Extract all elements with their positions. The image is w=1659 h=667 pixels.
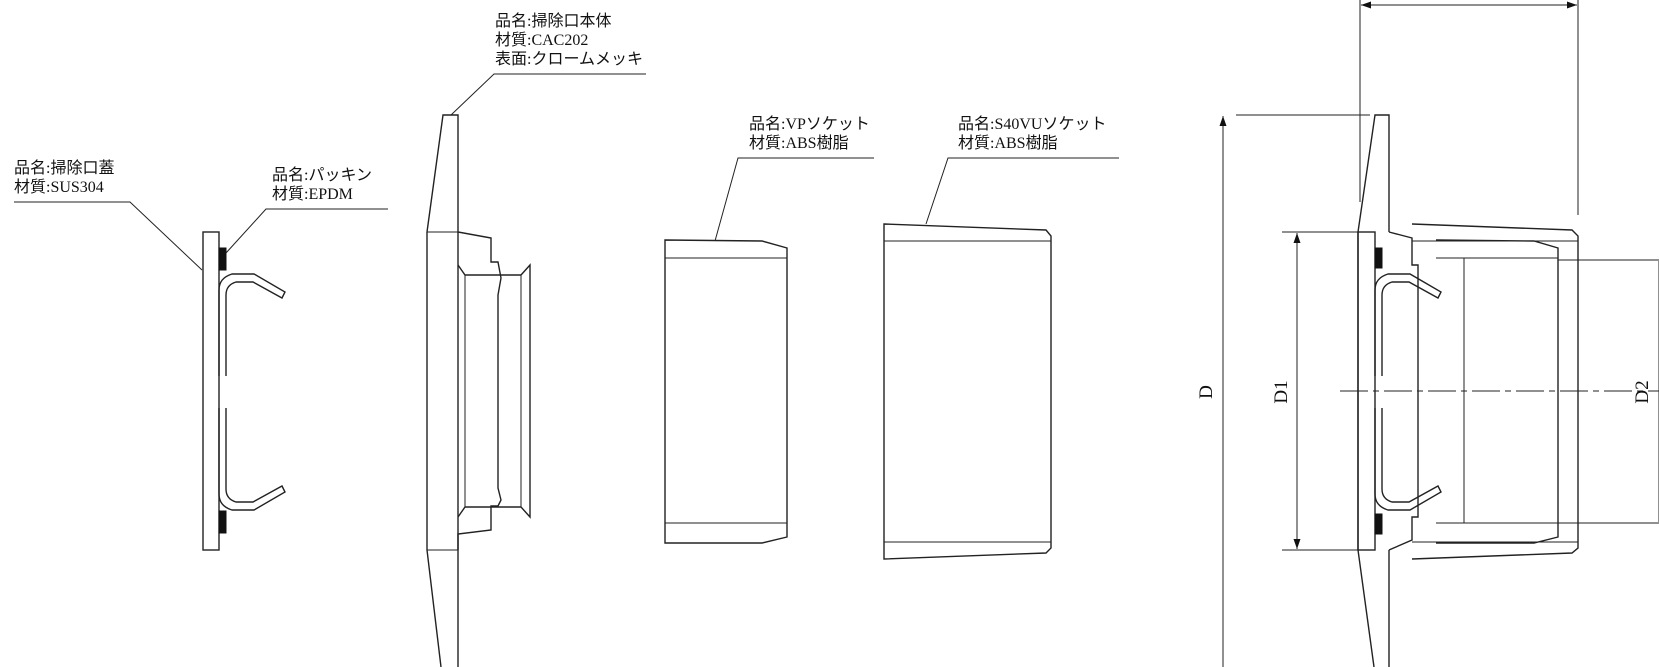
body-material-label: 材質:CAC202	[495, 31, 588, 49]
dimension-d-label: D	[1196, 385, 1217, 399]
lid-name-label: 品名:掃除口蓋	[14, 159, 114, 177]
assembly-view	[1236, 0, 1659, 667]
dimension-d1: D1	[1271, 233, 1301, 549]
s40vu-socket-name-label: 品名:S40VUソケット	[958, 115, 1106, 133]
dimension-d2: D2	[1632, 261, 1659, 522]
dimension-d2-label: D2	[1632, 380, 1653, 403]
s40vu-socket-callout: 品名:S40VUソケット 材質:ABS樹脂	[925, 115, 1119, 225]
cleanout-lid-part	[202, 231, 286, 551]
lid-material-label: 材質:SUS304	[14, 178, 104, 196]
s40vu-socket-material-label: 材質:ABS樹脂	[958, 134, 1058, 152]
packing-name-label: 品名:パッキン	[272, 166, 372, 184]
s40vu-socket-part	[883, 223, 1052, 560]
vp-socket-part	[664, 239, 788, 544]
packing-material-label: 材質:EPDM	[272, 185, 353, 203]
vp-socket-material-label: 材質:ABS樹脂	[749, 134, 849, 152]
body-surface-label: 表面:クロームメッキ	[495, 50, 643, 68]
packing-callout: 品名:パッキン 材質:EPDM	[225, 166, 388, 254]
body-name-label: 品名:掃除口本体	[495, 12, 611, 30]
vp-socket-name-label: 品名:VPソケット	[749, 115, 870, 133]
dimension-d: D	[1196, 116, 1227, 667]
vp-socket-callout: 品名:VPソケット 材質:ABS樹脂	[714, 115, 874, 242]
dimension-d1-label: D1	[1271, 380, 1292, 403]
lid-callout: 品名:掃除口蓋 材質:SUS304	[14, 159, 203, 271]
body-callout: 品名:掃除口本体 材質:CAC202 表面:クロームメッキ	[450, 12, 646, 116]
cleanout-body-part	[426, 114, 531, 667]
